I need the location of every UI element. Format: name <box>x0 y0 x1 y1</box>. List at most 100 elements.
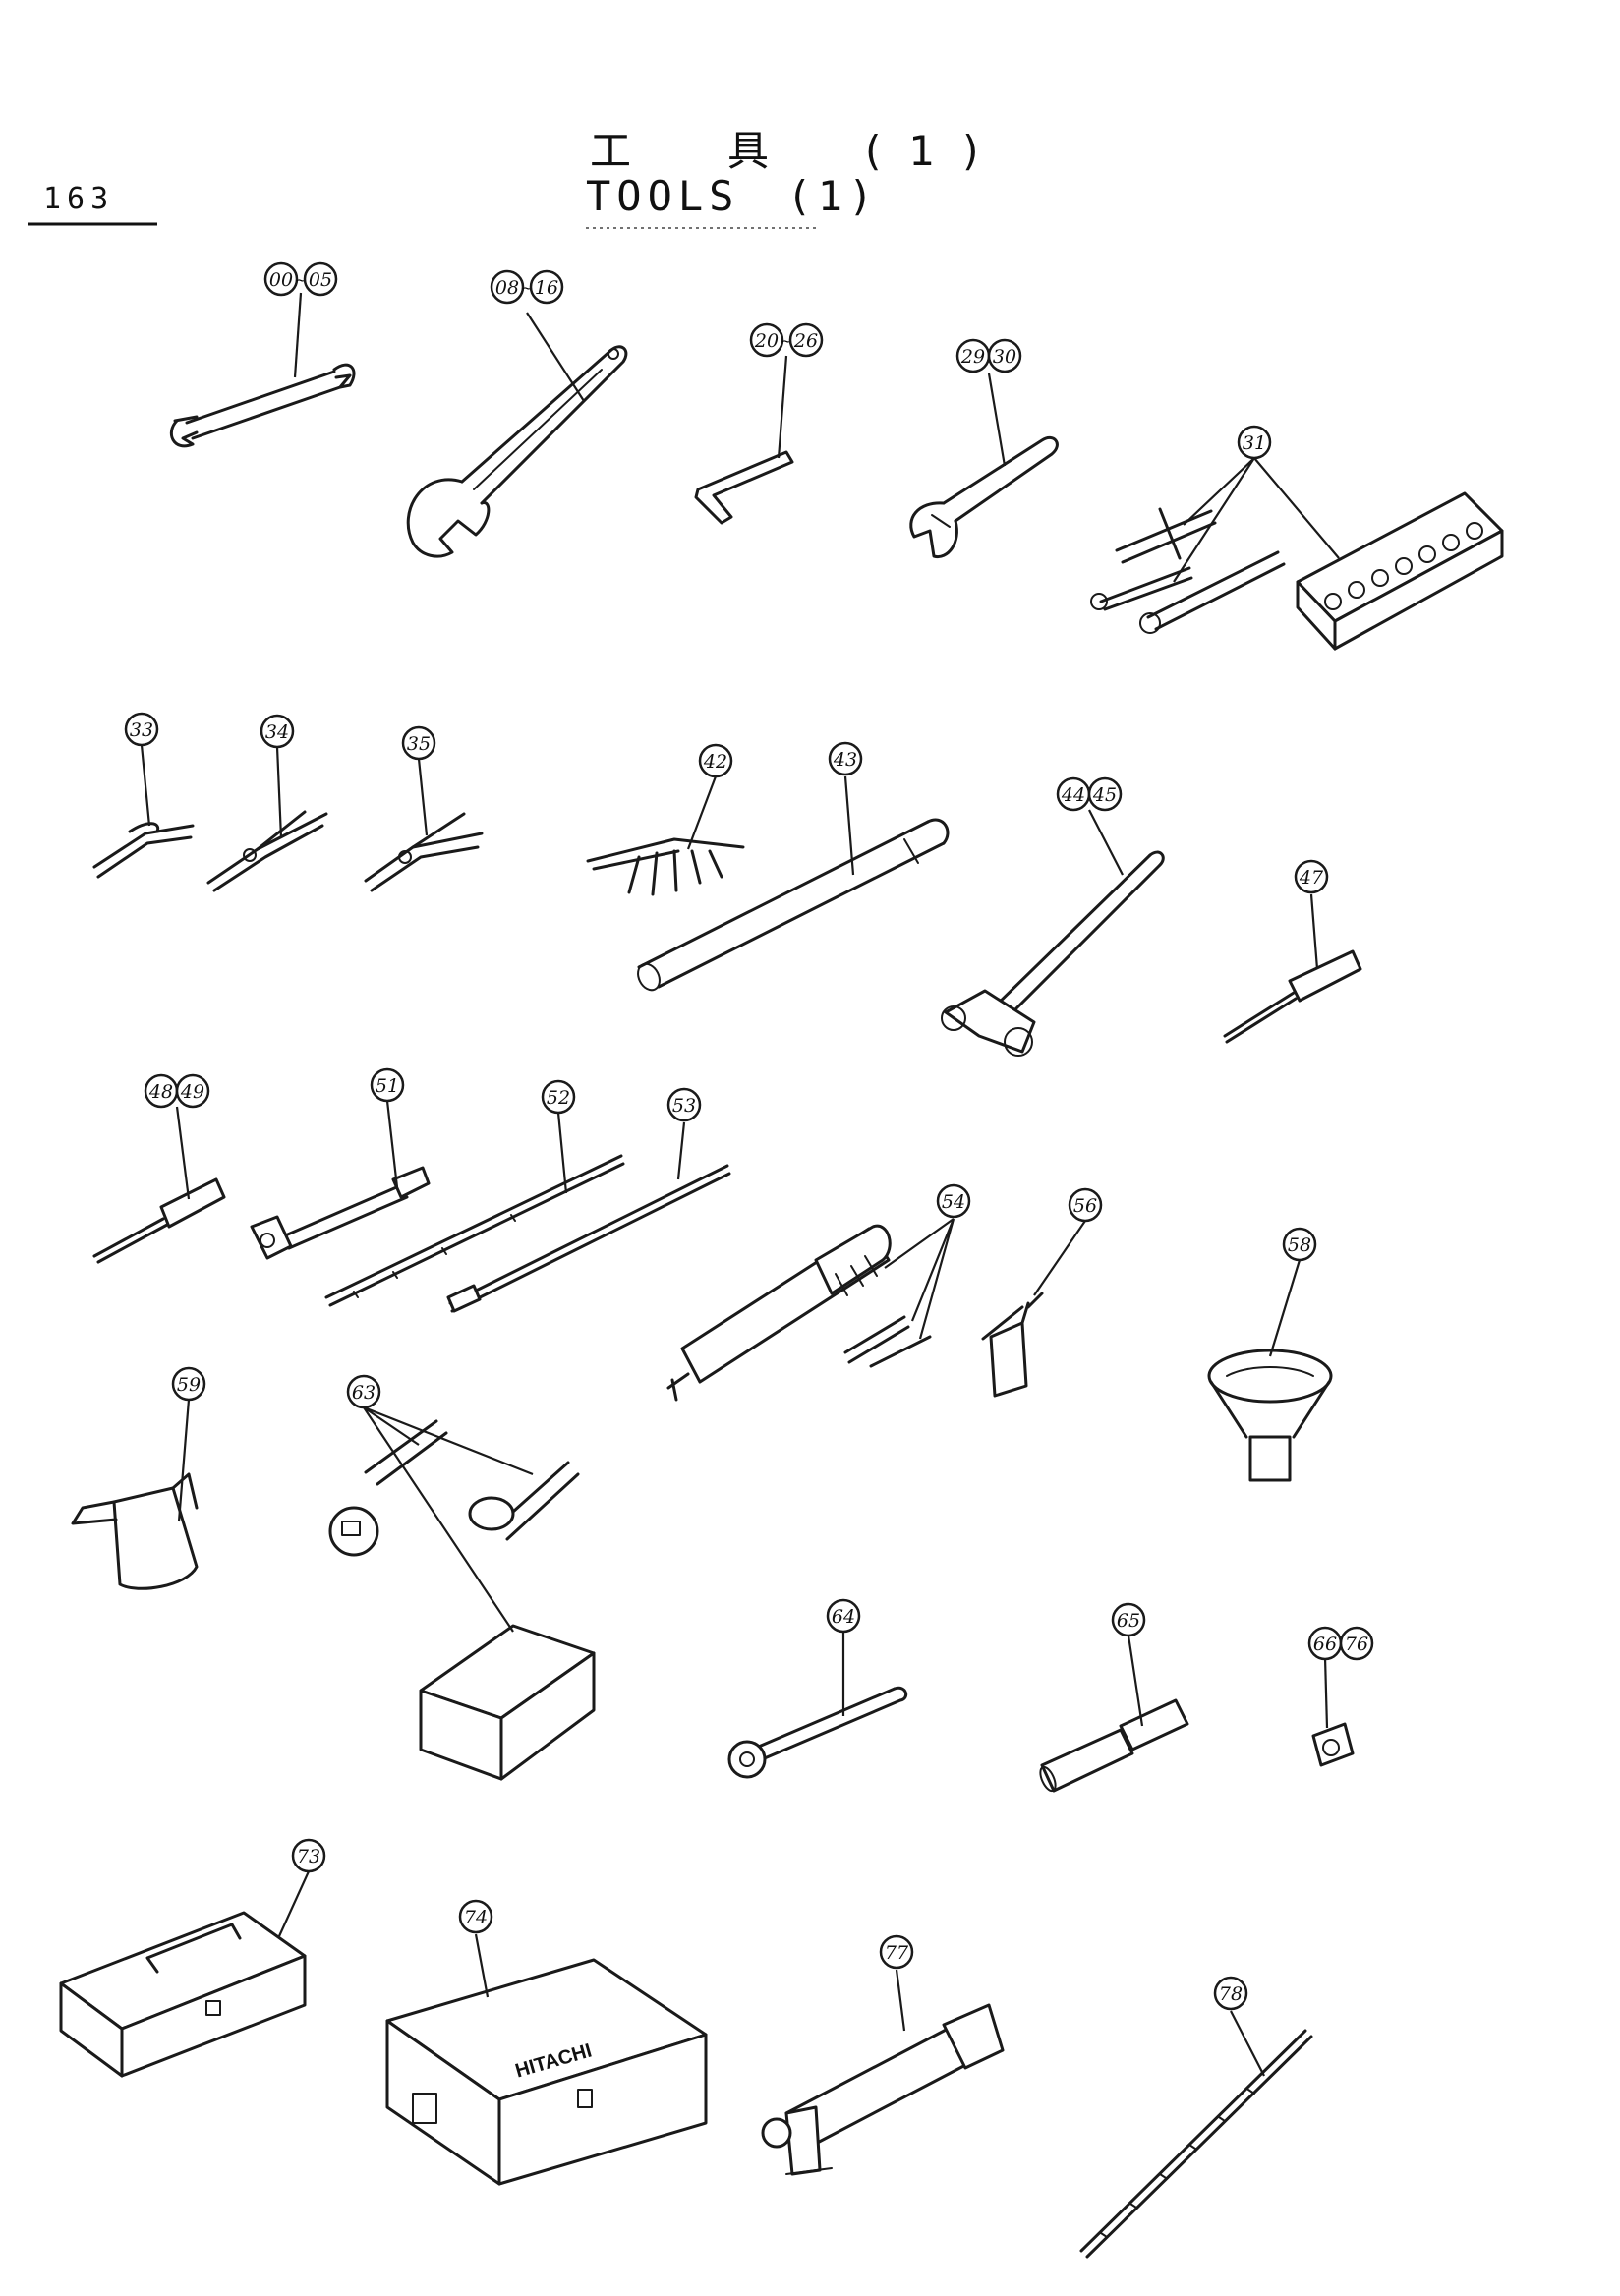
callout-74: 74 <box>458 1899 493 1934</box>
callout-number: 65 <box>1117 1610 1140 1632</box>
callout-00-05: 00~05 <box>263 261 338 297</box>
callout-66-76: 66 76 <box>1307 1626 1374 1661</box>
callout-number: 34 <box>265 721 289 743</box>
callout-circle <box>1068 1187 1103 1223</box>
callout-circle <box>291 1838 326 1873</box>
callout-number: 35 <box>407 733 431 755</box>
callout-number: 29 <box>960 346 985 368</box>
callout-number: 56 <box>1073 1195 1097 1217</box>
ratchet-handle-illustration <box>250 1166 431 1260</box>
callout-number: 33 <box>130 719 153 741</box>
callout-number: 31 <box>1243 432 1266 454</box>
callout-circle <box>490 269 525 305</box>
adjustable-wrench-illustration <box>909 435 1059 558</box>
hitachi-tool-box-illustration: HITACHI <box>385 1958 708 2186</box>
grease-gun-illustration <box>666 1224 932 1402</box>
callout-number: 64 <box>832 1606 855 1628</box>
callout-43: 43 <box>828 741 863 776</box>
slip-joint-pliers-illustration <box>206 810 328 892</box>
callout-circle <box>1282 1227 1317 1262</box>
callout-circle <box>987 338 1022 373</box>
single-open-end-wrench-illustration <box>406 345 628 558</box>
callout-number: 66 <box>1313 1634 1337 1655</box>
callout-number: 43 <box>833 749 857 771</box>
callout-number: 30 <box>993 346 1016 368</box>
hammer-illustration <box>941 850 1165 1057</box>
callout-circle <box>401 725 436 761</box>
callout-circle <box>1111 1602 1146 1637</box>
callout-circle <box>936 1183 971 1219</box>
leader-lines <box>140 292 1340 2077</box>
callout-number: 63 <box>352 1382 376 1404</box>
title-japanese: 工 具 (1) <box>590 127 1007 175</box>
callout-number: 00 <box>269 269 293 291</box>
callout-48-49: 48 49 <box>144 1073 210 1109</box>
callout-73: 73 <box>291 1838 326 1873</box>
callout-circle <box>303 261 338 297</box>
callout-circle <box>1213 1976 1248 2011</box>
title-english: TOOLS (1) <box>586 172 879 220</box>
callout-number: 77 <box>885 1942 909 1964</box>
callout-64: 64 <box>826 1598 861 1634</box>
callout-number: 54 <box>942 1191 965 1213</box>
callout-number: 53 <box>672 1095 696 1117</box>
double-open-end-wrench-illustration <box>170 363 356 448</box>
socket-wrench-set-63-illustration <box>328 1419 596 1781</box>
small-tool-box-illustration <box>59 1911 307 2078</box>
callout-circle <box>529 269 564 305</box>
callout-circle <box>263 261 299 297</box>
hex-key-illustration <box>694 450 794 525</box>
callout-47: 47 <box>1294 859 1329 894</box>
callout-29-30: 29 30 <box>955 338 1022 373</box>
callout-circle <box>749 322 784 358</box>
callout-range-joiner: ~ <box>781 334 792 350</box>
callout-circle <box>828 741 863 776</box>
callout-circle <box>666 1087 702 1122</box>
callout-circle <box>698 743 733 778</box>
callout-number: 73 <box>297 1846 320 1867</box>
callout-08-16: 08~16 <box>490 269 564 305</box>
funnel-illustration <box>1207 1349 1333 1482</box>
callout-circle <box>1294 859 1329 894</box>
callout-range-joiner: ~ <box>295 273 307 289</box>
callout-circle <box>124 712 159 747</box>
callout-42: 42 <box>698 743 733 778</box>
callout-circle <box>879 1934 914 1970</box>
callout-33: 33 <box>124 712 159 747</box>
socket-illustration <box>1311 1722 1355 1767</box>
callout-number: 05 <box>309 269 332 291</box>
callout-number: 76 <box>1345 1634 1368 1655</box>
ratchet-wrench-illustration <box>727 1686 908 1779</box>
long-extension-bar-illustration <box>446 1164 731 1313</box>
callout-31: 31 <box>1237 425 1272 460</box>
callout-58: 58 <box>1282 1227 1317 1262</box>
callout-number: 51 <box>376 1075 399 1097</box>
hydraulic-jack-illustration <box>761 2003 1005 2176</box>
callout-range-joiner: ~ <box>521 281 533 297</box>
box-wrench-tube-illustration <box>637 818 950 992</box>
callout-circle <box>1087 776 1123 812</box>
callout-number: 49 <box>180 1081 204 1103</box>
callout-63: 63 <box>346 1374 381 1409</box>
callout-circle <box>346 1374 381 1409</box>
callout-circle <box>1339 1626 1374 1661</box>
callout-number: 58 <box>1288 1234 1311 1256</box>
callout-circle <box>788 322 824 358</box>
callout-78: 78 <box>1213 1976 1248 2011</box>
callout-number: 45 <box>1092 784 1117 806</box>
callout-number: 47 <box>1299 867 1324 889</box>
callout-circle <box>370 1067 405 1103</box>
hex-key-set-illustration <box>586 837 745 896</box>
callout-number: 16 <box>535 277 558 299</box>
callout-circle <box>458 1899 493 1934</box>
callout-20-26: 20~26 <box>749 322 824 358</box>
callout-number: 48 <box>148 1081 173 1103</box>
callout-65: 65 <box>1111 1602 1146 1637</box>
callout-number: 26 <box>793 330 818 352</box>
socket-set-illustration <box>1090 491 1504 651</box>
deep-sockets-illustration <box>1039 1698 1189 1793</box>
callout-59: 59 <box>171 1366 206 1402</box>
